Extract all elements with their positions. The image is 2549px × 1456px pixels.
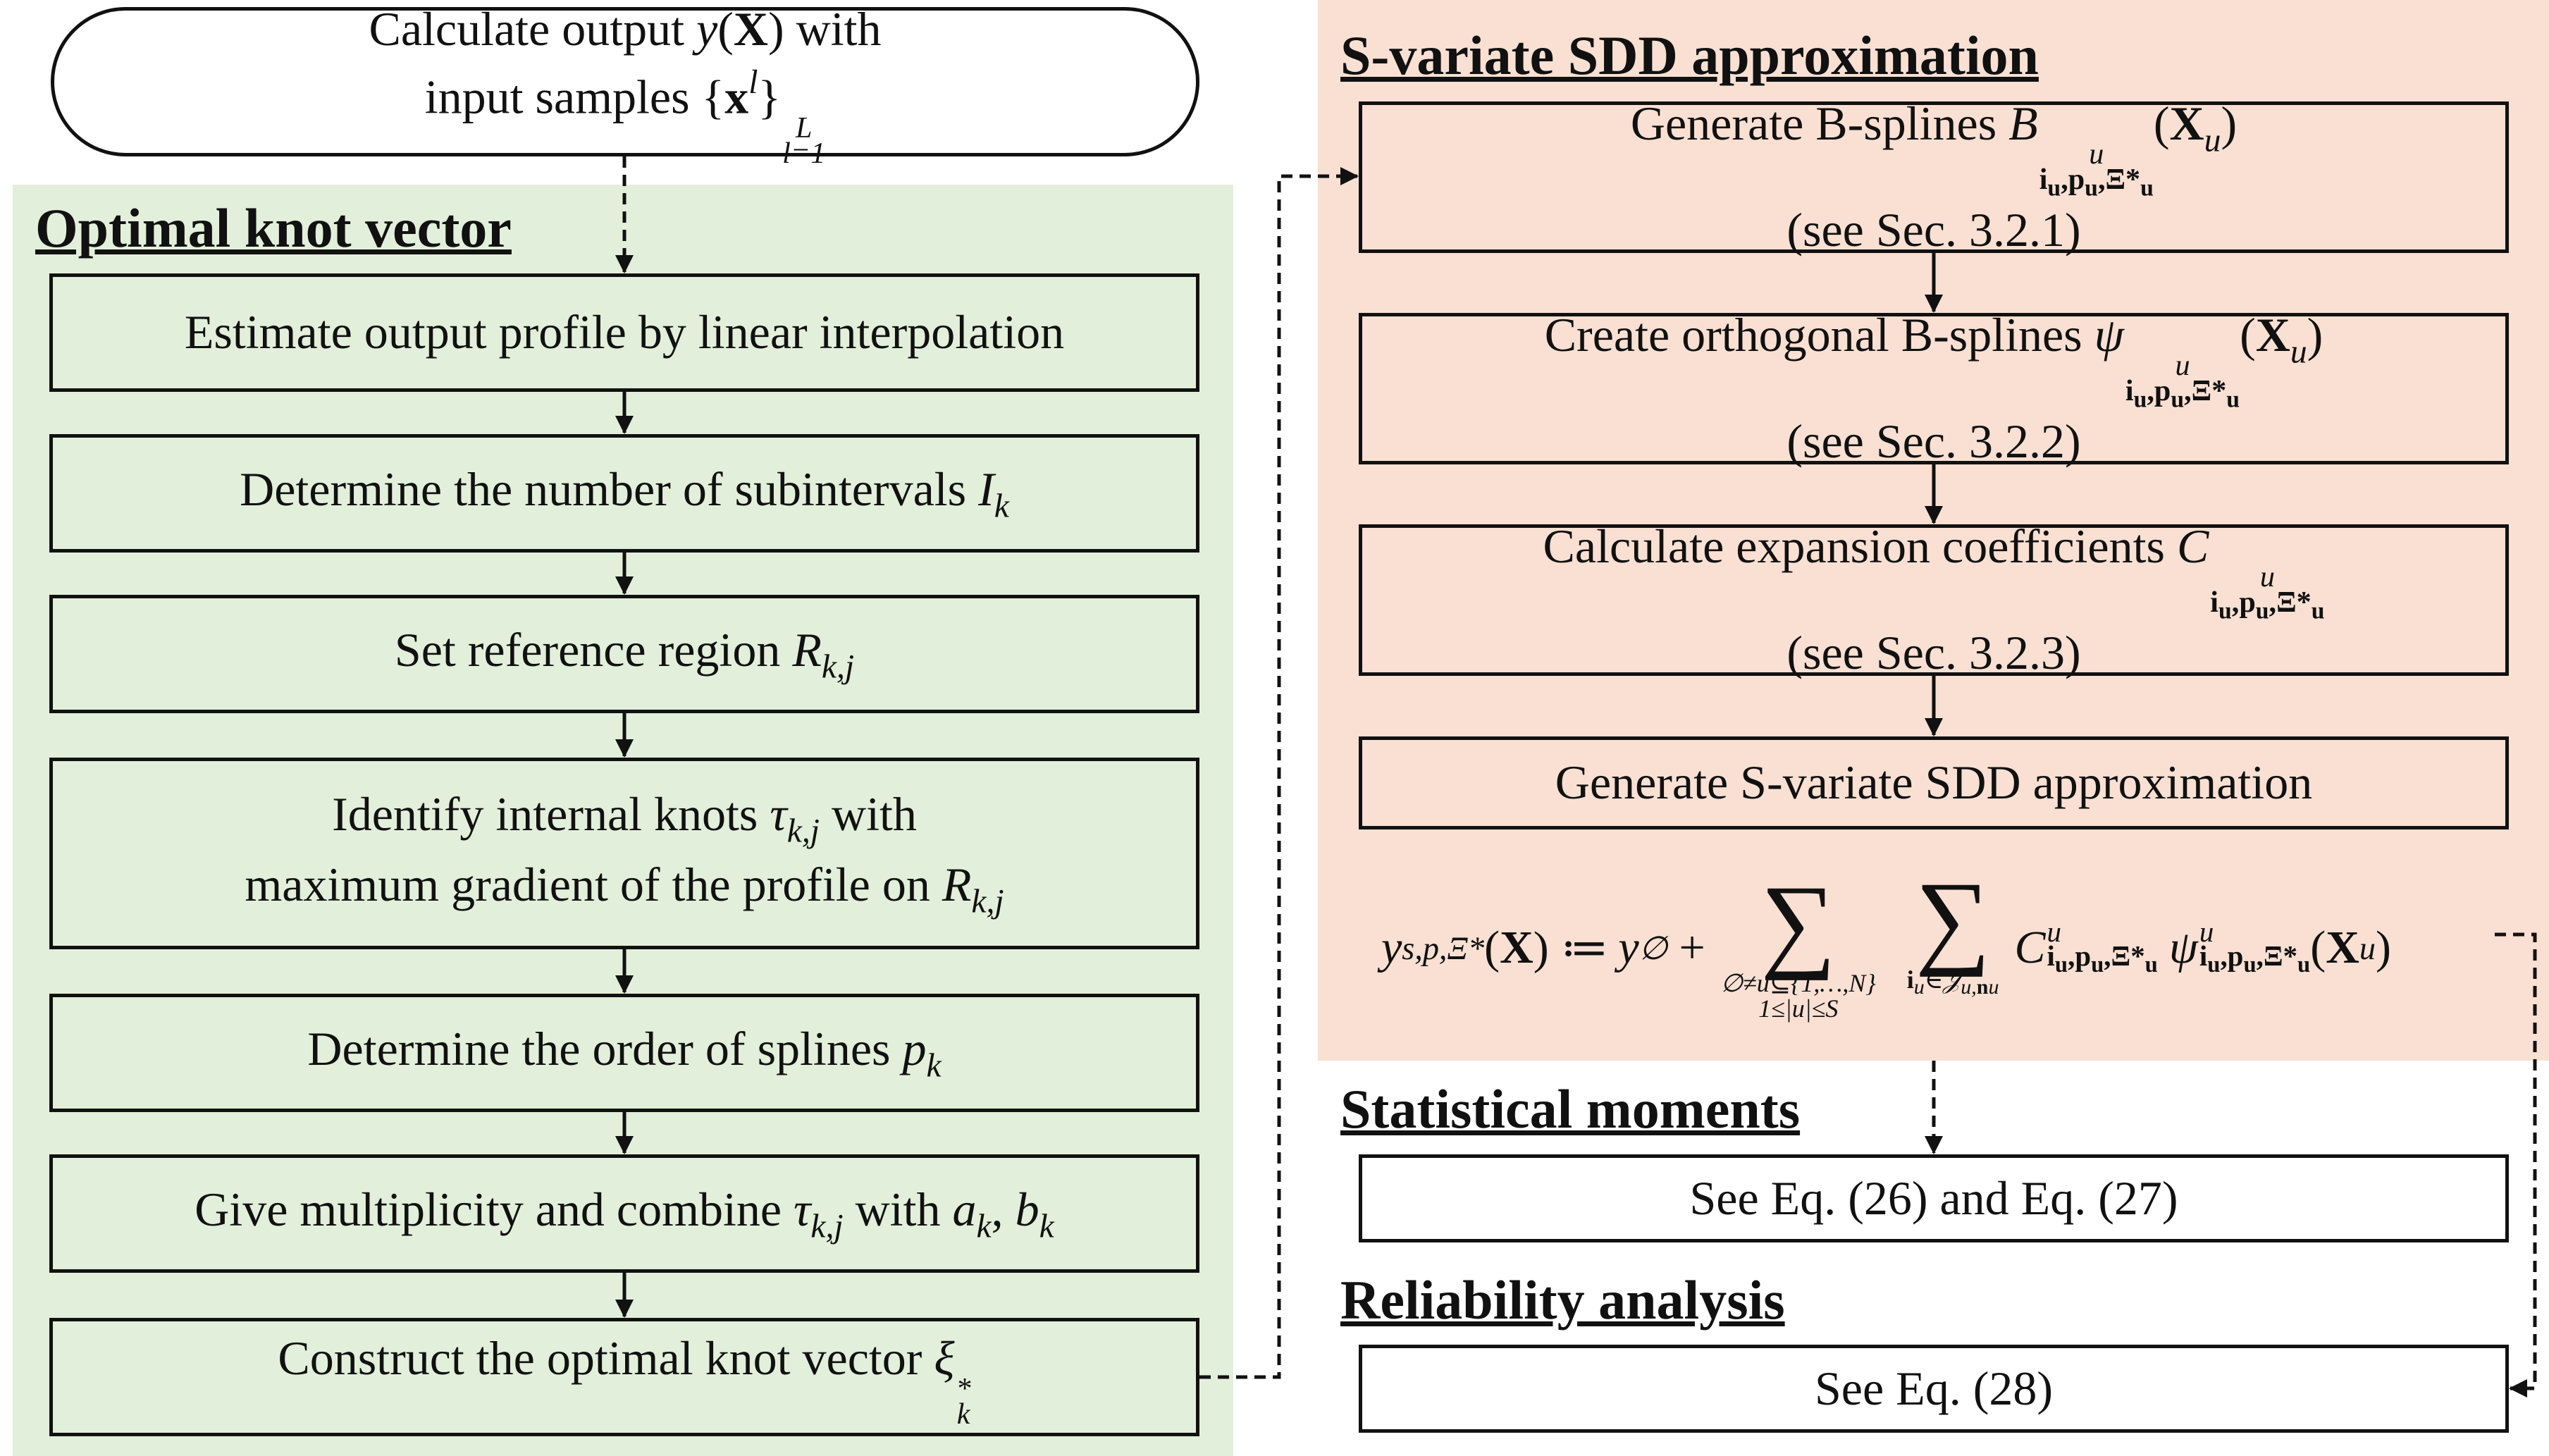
reliability-box: See Eq. (28) bbox=[1359, 1345, 2509, 1433]
arrow-equation-to-reliability bbox=[2495, 932, 2537, 1398]
sum-over-subsets: ∑∅≠u⊆{1,…,N}1≤|u|≤S bbox=[1720, 863, 1876, 1023]
statistical-moments-title: Statistical moments bbox=[1340, 1078, 1801, 1140]
optimal-knot-title: Optimal knot vector bbox=[35, 197, 512, 259]
step-number-subintervals: Determine the number of subintervals Ik bbox=[49, 434, 1199, 553]
sdd-approximation-title: S-variate SDD approximation bbox=[1340, 25, 2039, 86]
start-line-1: Calculate output y(X) with bbox=[369, 1, 882, 56]
step-reference-region: Set reference region Rk,j bbox=[49, 595, 1199, 713]
step-estimate-profile: Estimate output profile by linear interp… bbox=[49, 273, 1199, 392]
reliability-analysis-title: Reliability analysis bbox=[1340, 1269, 1785, 1331]
sum-over-indices: ∑iu∈𝒥u,nu bbox=[1906, 860, 1999, 999]
step-spline-order: Determine the order of splines pk bbox=[49, 994, 1199, 1112]
step-optimal-knot-vector: Construct the optimal knot vector ξ*k bbox=[49, 1318, 1199, 1436]
step-generate-sdd: Generate S-variate SDD approximation bbox=[1359, 736, 2509, 829]
step-identify-knots: Identify internal knots τk,j with maximu… bbox=[49, 758, 1199, 949]
start-node: Calculate output y(X) with input samples… bbox=[51, 2, 1199, 168]
moments-box: See Eq. (26) and Eq. (27) bbox=[1359, 1154, 2509, 1242]
arrow-knot-to-bsplines bbox=[1199, 167, 1359, 1379]
step-multiplicity: Give multiplicity and combine τk,j with … bbox=[49, 1154, 1199, 1273]
